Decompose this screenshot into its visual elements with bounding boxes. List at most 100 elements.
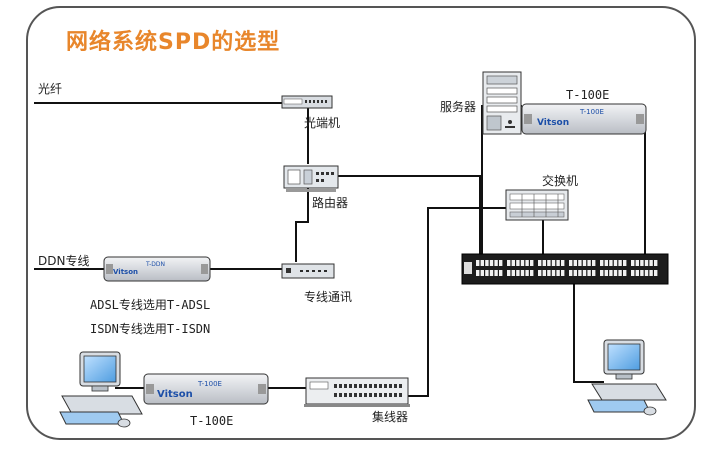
patch-panel-port (573, 270, 577, 276)
spd-ddn-device: Vitson T-DDN (103, 256, 211, 282)
connection-lines (34, 102, 646, 397)
hub-port (359, 384, 362, 388)
hub-port (379, 384, 382, 388)
patch-panel-port (494, 270, 498, 276)
hub-port (374, 384, 377, 388)
patch-panel-port (649, 270, 653, 276)
patch-panel-port (525, 270, 529, 276)
spd-ddn-brand: Vitson (113, 268, 138, 276)
patch-panel-port (592, 260, 596, 266)
hub-port (349, 393, 352, 397)
patch-panel-port (525, 260, 529, 266)
hub-port (369, 393, 372, 397)
hub-port (364, 393, 367, 397)
hub-port (334, 393, 337, 397)
label-adsl-note: ADSL专线选用T-ADSL (90, 298, 211, 312)
router-to-switch-line (338, 175, 481, 254)
hub-port (374, 393, 377, 397)
label-isdn-note: ISDN专线选用T-ISDN (90, 322, 211, 336)
patch-panel-port (644, 270, 649, 276)
patch-panel-port (485, 270, 489, 276)
patch-panel-port (542, 270, 546, 276)
patch-panel-port (516, 270, 520, 276)
patch-panel-port (631, 270, 635, 276)
patch-panel-port (516, 260, 520, 266)
patch-panel-port (494, 260, 498, 266)
spd-ddn-model: T-DDN (145, 261, 165, 268)
patch-panel-port (511, 270, 515, 276)
patch-panel-port (507, 260, 511, 266)
hub-port (334, 384, 337, 388)
spd-server-model: T-100E (579, 108, 604, 116)
hub-port (384, 393, 387, 397)
patch-panel-port (538, 260, 542, 266)
hub-port (384, 384, 387, 388)
label-server-spd: T-100E (566, 88, 610, 102)
switch-device (505, 189, 569, 221)
patch-panel-port (631, 260, 635, 266)
patch-panel-port (530, 270, 534, 276)
hub-port (359, 393, 362, 397)
patch-panel-port (476, 270, 480, 276)
router-to-modem-line (295, 188, 309, 262)
patch-panel-port (592, 270, 596, 276)
spd-server-device: Vitson T-100E (521, 103, 647, 135)
hub-port (389, 393, 392, 397)
patch-panel-port (640, 270, 644, 276)
diagram-title: 网络系统SPD的选型 (66, 30, 281, 55)
patch-panel-port (609, 270, 613, 276)
patch-panel-port (485, 260, 489, 266)
hub-port (354, 393, 357, 397)
client-pc-left-icon (59, 351, 143, 428)
patch-panel-port (600, 260, 604, 266)
patch-panel-port (551, 260, 556, 266)
patch-panel-port (569, 270, 573, 276)
patch-panel-port (649, 260, 653, 266)
spd-client-model: T-100E (197, 380, 222, 388)
label-client-spd: T-100E (190, 414, 234, 428)
hub-port (394, 393, 397, 397)
patch-panel-port (547, 270, 551, 276)
hub-device (304, 377, 410, 407)
hub-port (344, 384, 347, 388)
hub-to-switch-line (408, 207, 506, 397)
patch-panel-port (644, 260, 649, 266)
panel-to-pc-line (573, 283, 604, 383)
patch-panel-port (520, 270, 525, 276)
patch-panel-port (635, 260, 639, 266)
label-ddn-line: DDN专线 (38, 254, 90, 268)
label-server: 服务器 (440, 100, 477, 114)
patch-panel-port (654, 260, 658, 266)
hub-port (364, 384, 367, 388)
patch-panel-port (587, 270, 591, 276)
client-pc-right-icon (587, 339, 667, 416)
patch-panel-port (582, 260, 587, 266)
patch-panel-port (578, 270, 582, 276)
spd-server-brand: Vitson (537, 118, 569, 128)
patch-panel-port (489, 260, 494, 266)
label-switch: 交换机 (542, 174, 579, 188)
patch-panel-port (604, 260, 608, 266)
server-device (482, 71, 522, 135)
patch-panel-port (604, 270, 608, 276)
patch-panel-device (461, 253, 669, 285)
hub-port (339, 393, 342, 397)
patch-panel-port (623, 260, 627, 266)
hub-port (394, 384, 397, 388)
patch-panel-port (623, 270, 627, 276)
patch-panel-port (538, 270, 542, 276)
hub-port (399, 384, 402, 388)
patch-panel-port (480, 270, 484, 276)
patch-panel-port (551, 270, 556, 276)
patch-panel-port (542, 260, 546, 266)
leased-line-modem-device (281, 263, 335, 279)
hub-port (354, 384, 357, 388)
hub-port (369, 384, 372, 388)
hub-port (344, 393, 347, 397)
patch-panel-port (530, 260, 534, 266)
patch-panel-port (499, 270, 503, 276)
patch-panel-port (499, 260, 503, 266)
patch-panel-port (613, 270, 618, 276)
